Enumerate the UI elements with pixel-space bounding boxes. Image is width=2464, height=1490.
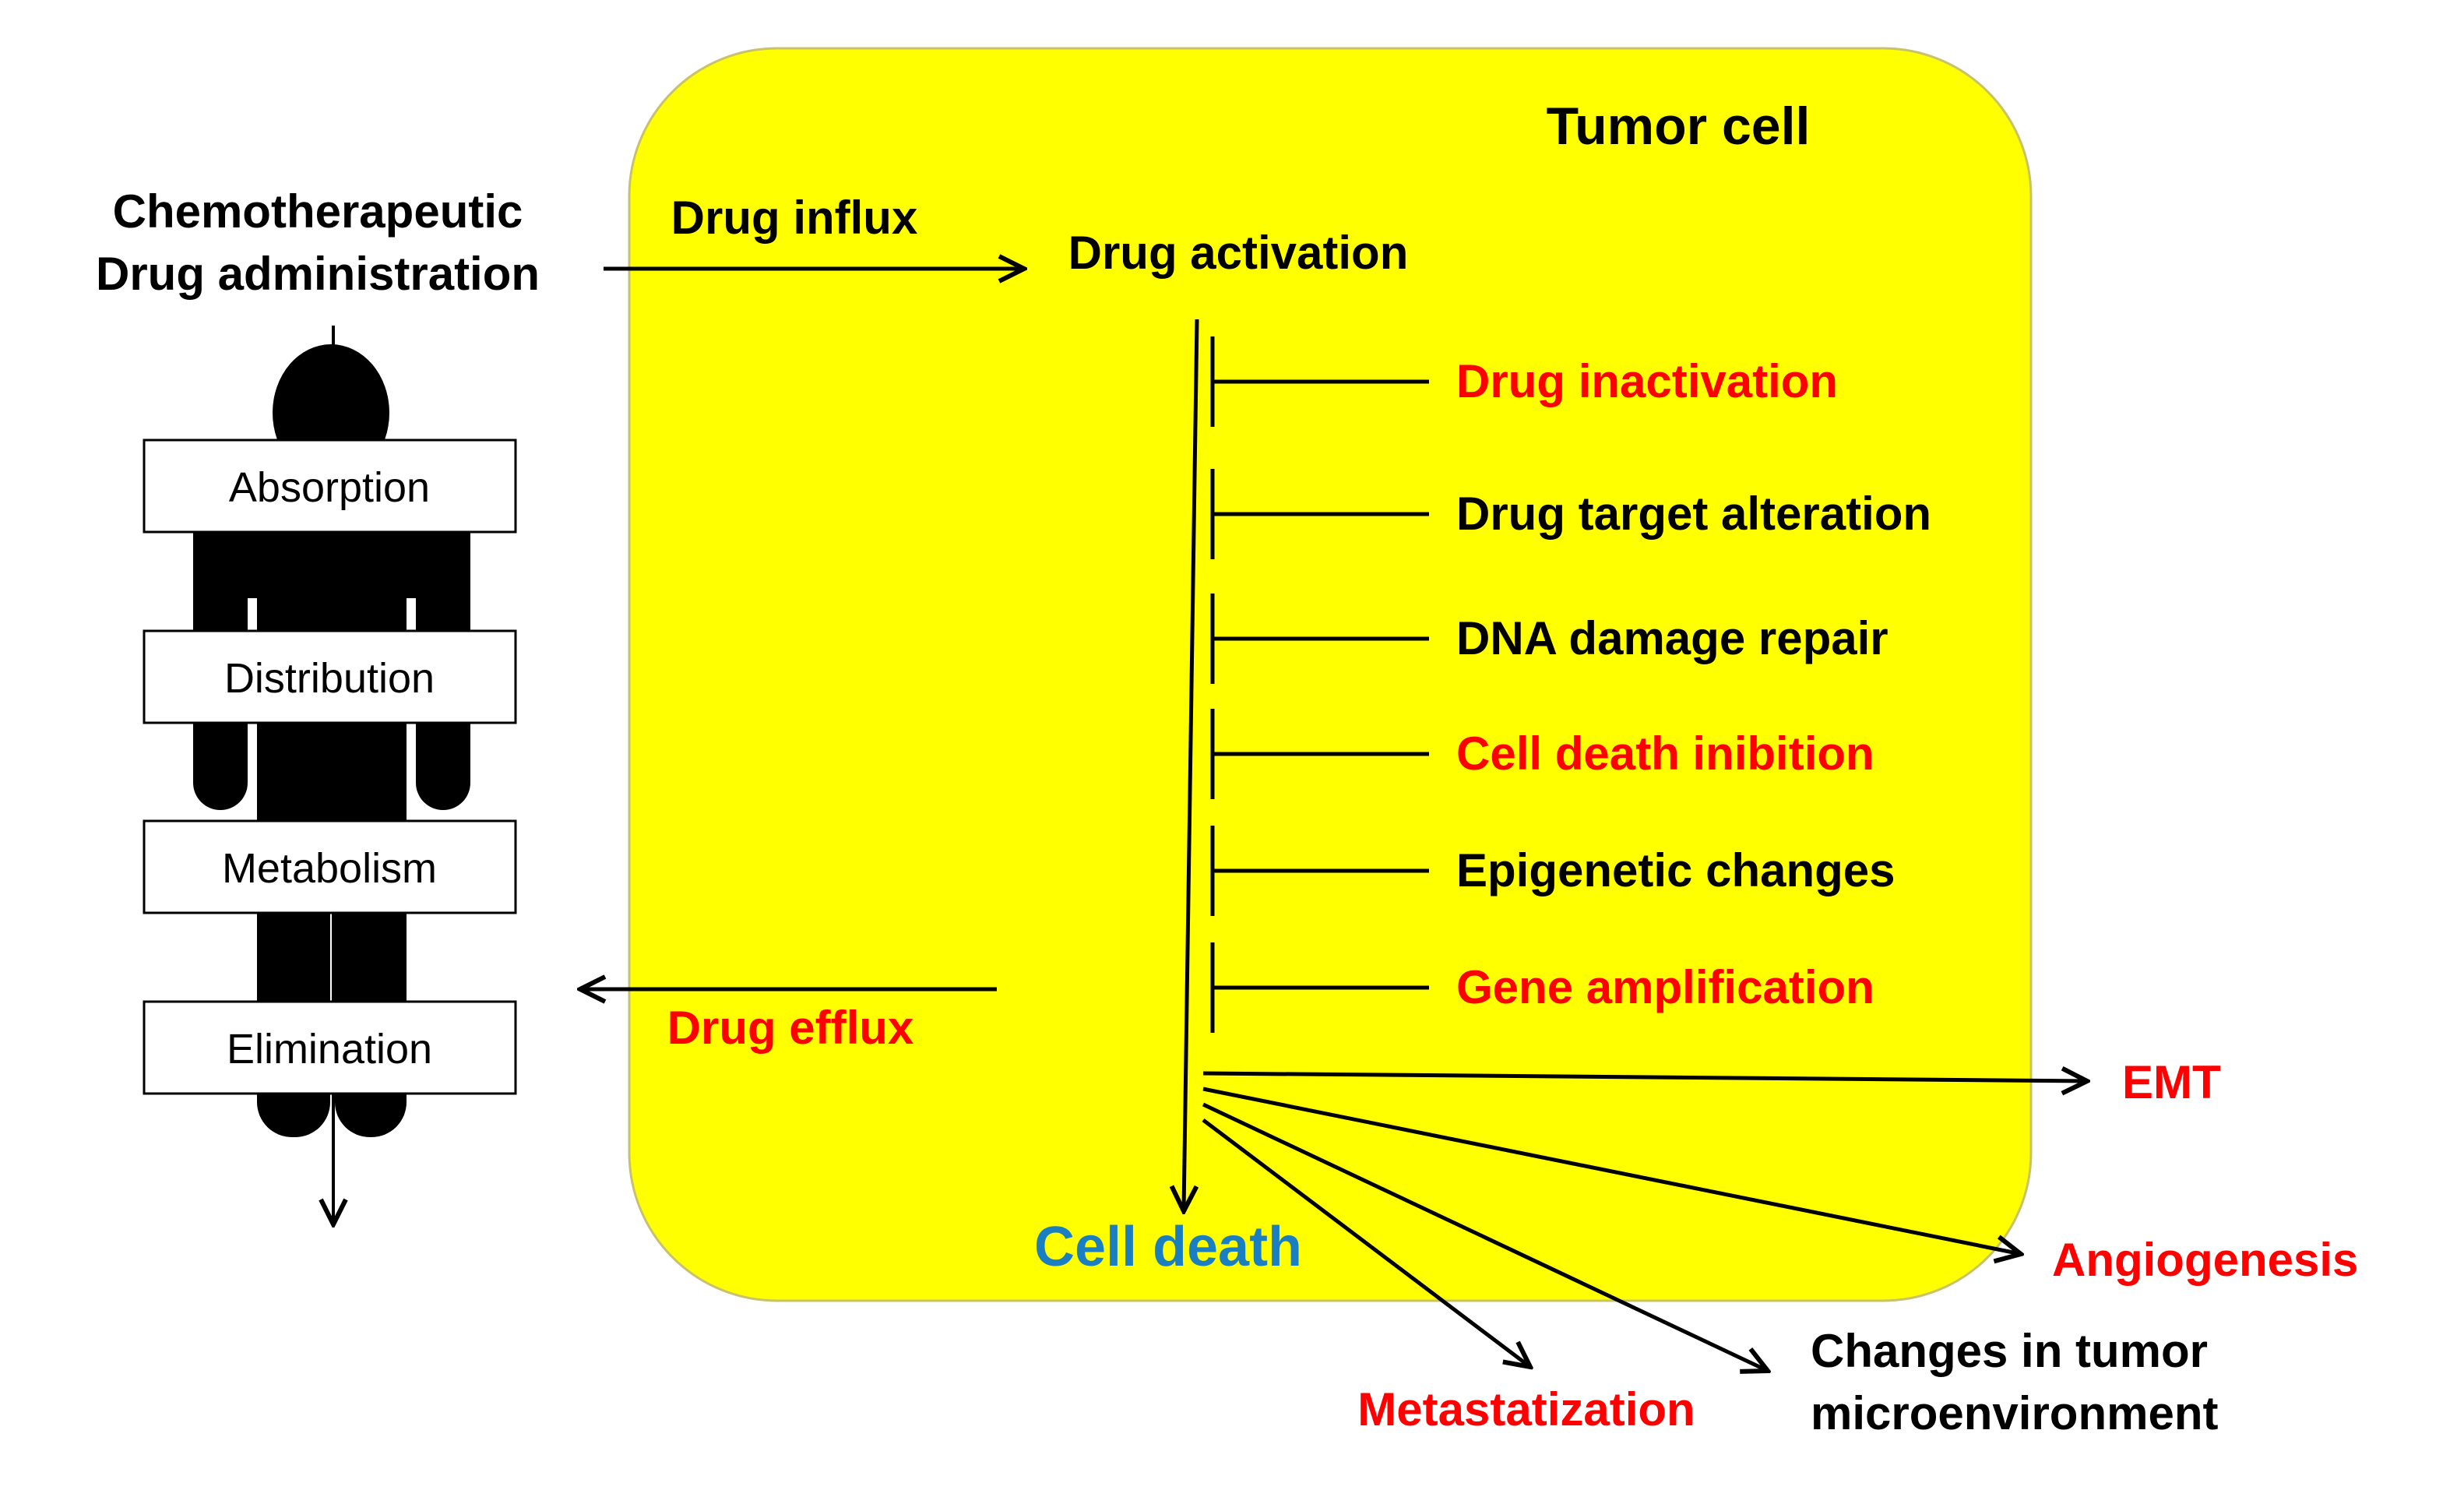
- drug-efflux-label: Drug efflux: [667, 1002, 914, 1054]
- inhibitor-epigenetic-changes: Epigenetic changes: [1210, 826, 1896, 916]
- inhibitor-label: Gene amplification: [1456, 961, 1874, 1013]
- tumor-cell-title: Tumor cell: [1547, 97, 1811, 156]
- pk-stage-elimination: Elimination: [143, 1000, 517, 1095]
- emt-label: EMT: [2122, 1056, 2221, 1108]
- angiogenesis-label: Angiogenesis: [2052, 1234, 2358, 1286]
- microenvironment-arrow: [1202, 1102, 1768, 1371]
- pathway-arrow: [1184, 319, 1199, 1211]
- inhibitor-label: Epigenetic changes: [1456, 844, 1896, 896]
- pk-stage-metabolism: Metabolism: [143, 819, 517, 914]
- drug-influx-label: Drug influx: [671, 192, 918, 244]
- inhibitor-label: DNA damage repair: [1456, 612, 1888, 664]
- pk-stage-distribution: Distribution: [143, 629, 517, 724]
- svg-text:Distribution: Distribution: [224, 655, 435, 702]
- svg-text:Metabolism: Metabolism: [222, 845, 437, 892]
- inhibitor-drug-inactivation: Drug inactivation: [1210, 336, 1838, 427]
- metastatization-label: Metastatization: [1357, 1383, 1695, 1435]
- administration-line1: Chemotherapeutic: [113, 185, 523, 238]
- microenvironment-label-line2: microenvironment: [1811, 1387, 2218, 1439]
- inhibitor-cell-death-inibition: Cell death inibition: [1210, 709, 1874, 799]
- metastatization-arrow: [1202, 1118, 1530, 1367]
- angiogenesis-arrow: [1202, 1087, 2021, 1254]
- inhibitor-label: Cell death inibition: [1456, 727, 1874, 780]
- inhibitor-label: Drug inactivation: [1456, 355, 1838, 407]
- inhibitor-label: Drug target alteration: [1456, 488, 1931, 540]
- svg-text:Elimination: Elimination: [227, 1026, 432, 1073]
- svg-text:Absorption: Absorption: [229, 464, 430, 511]
- inhibitor-drug-target-alteration: Drug target alteration: [1210, 469, 1931, 559]
- drug-activation-label: Drug activation: [1068, 227, 1409, 279]
- administration-line2: Drug administration: [96, 248, 540, 300]
- emt-arrow: [1202, 1073, 2087, 1081]
- inhibitor-dna-damage-repair: DNA damage repair: [1210, 594, 1888, 684]
- inhibitor-gene-amplification: Gene amplification: [1210, 942, 1874, 1033]
- pk-stage-absorption: Absorption: [143, 439, 517, 534]
- cell-death-label: Cell death: [1034, 1216, 1302, 1278]
- microenvironment-label-line1: Changes in tumor: [1811, 1325, 2208, 1377]
